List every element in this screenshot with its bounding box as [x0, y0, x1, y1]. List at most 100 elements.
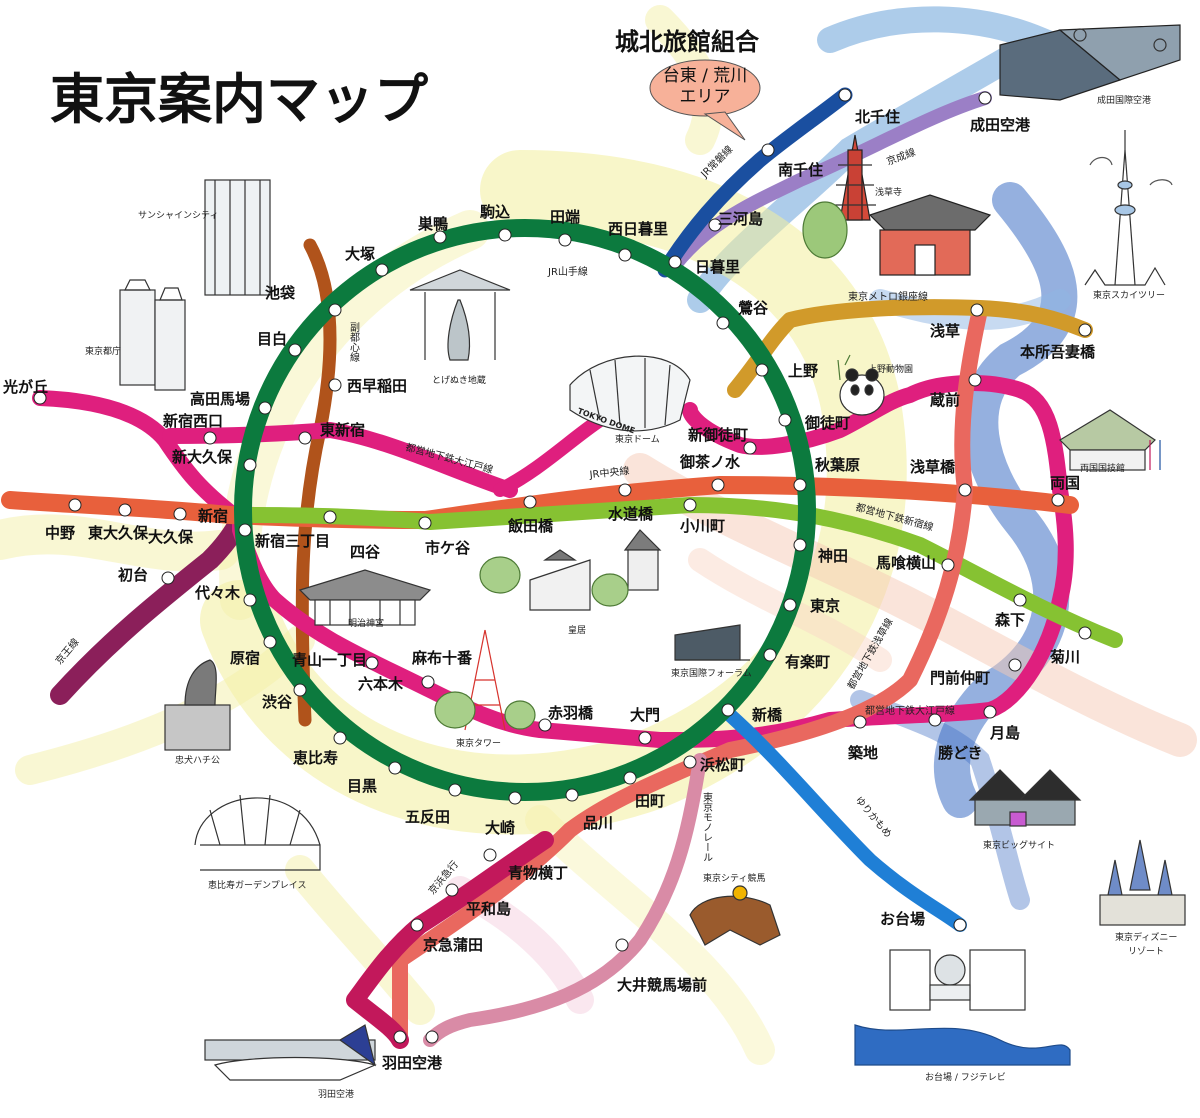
station-hatsudai: 初台 — [118, 566, 148, 584]
line-label-oedo-south: 都営地下鉄大江戸線 — [865, 704, 955, 717]
station-hamamatsucho: 浜松町 — [700, 756, 745, 774]
station-takadanobaba: 高田馬場 — [190, 390, 250, 408]
station-ogawamachi: 小川町 — [680, 517, 725, 535]
landmark-big-sight: 東京ビッグサイト — [983, 839, 1055, 851]
landmark-tokyo-tower: 東京タワー — [456, 737, 501, 749]
station-narita: 成田空港 — [970, 116, 1031, 134]
station-labels: 北千住 成田空港 南千住 三河島 日暮里 西日暮里 田端 駒込 巣鴨 大塚 池袋… — [2, 108, 1096, 1072]
joban-line — [657, 87, 853, 278]
line-label-chuo: JR中央線 — [588, 464, 630, 481]
station-higashinakano: 東大久保 — [88, 524, 149, 542]
station-heiwajima: 平和島 — [466, 900, 511, 918]
station-kitasenju: 北千住 — [855, 108, 900, 126]
sunshine-city-illustration — [204, 179, 271, 296]
landmark-disney: 東京ディズニー — [1115, 931, 1177, 943]
landmark-skytree: 東京スカイツリー — [1093, 289, 1165, 301]
keikyu-line — [346, 831, 554, 1049]
station-kachidoki: 勝どき — [938, 744, 983, 762]
hachiko-illustration — [164, 659, 231, 751]
landmark-odaiba-fuji: お台場 / フジテレビ — [925, 1071, 1006, 1083]
line-label-keisei: 京成線 — [885, 145, 918, 167]
narita-terminal-illustration — [999, 24, 1181, 101]
station-nishinippori: 西日暮里 — [608, 220, 668, 238]
haneda-plane-illustration — [204, 1024, 377, 1081]
landmark-hachiko: 忠犬ハチ公 — [175, 754, 220, 766]
monorail-line — [423, 753, 707, 1047]
landmark-tokyo-dome: 東京ドーム — [615, 433, 660, 445]
forum-illustration — [674, 624, 750, 661]
station-asakusa: 浅草 — [930, 322, 960, 340]
landmark-haneda-airport: 羽田空港 — [318, 1088, 354, 1100]
station-morishita: 森下 — [995, 611, 1025, 629]
station-shimbashi: 新橋 — [752, 706, 783, 724]
station-roppongi: 六本木 — [358, 675, 404, 693]
tokyo-tower-illustration — [434, 629, 536, 731]
meiji-jingu-illustration — [298, 569, 432, 626]
station-dots — [33, 88, 1092, 1044]
station-daimon: 大門 — [630, 706, 660, 724]
landmark-sunshine: サンシャインシティ — [138, 210, 218, 221]
station-hikarigaoka: 光が丘 — [2, 378, 48, 396]
station-shinagawa: 品川 — [583, 814, 613, 832]
landmark-city-keiba: 東京シティ競馬 — [703, 872, 765, 884]
landmark-captions: 成田国際空港 浅草寺 東京スカイツリー サンシャインシティ とげぬき地蔵 東京ド… — [85, 94, 1177, 1100]
station-nakano: 中野 — [45, 524, 75, 542]
ebisu-garden-illustration — [194, 794, 321, 871]
station-shinokachimachi: 新御徒町 — [688, 426, 748, 444]
station-honjoazumabashi: 本所吾妻橋 — [1020, 343, 1096, 361]
keio-line — [50, 510, 250, 705]
landmark-kokugikan: 両国国技館 — [1080, 462, 1125, 474]
station-shinjukusanchome: 新宿三丁目 — [255, 532, 330, 550]
station-oikeibajomae: 大井競馬場前 — [617, 976, 707, 994]
station-gotanda: 五反田 — [405, 808, 450, 826]
area-label-2: エリア — [680, 87, 731, 107]
station-okubo: 大久保 — [148, 528, 194, 546]
horse-illustration — [689, 885, 781, 946]
disney-castle-illustration — [1099, 839, 1186, 926]
station-ichigaya: 市ケ谷 — [425, 539, 471, 557]
station-tabata: 田端 — [550, 208, 580, 226]
station-monzennakacho: 門前仲町 — [930, 669, 990, 687]
station-akabanebashi: 赤羽橋 — [548, 704, 594, 722]
fujitv-illustration — [854, 949, 1071, 1066]
station-ryogoku: 両国 — [1050, 474, 1080, 492]
panda-illustration — [837, 354, 885, 416]
station-asakusabashi: 浅草橋 — [910, 458, 956, 476]
station-meguro: 目黒 — [347, 777, 377, 795]
metropolitan-gov-illustration — [119, 279, 186, 391]
station-tokyo: 東京 — [810, 597, 840, 615]
landmark-narita-airport: 成田国際空港 — [1097, 94, 1151, 106]
imperial-palace-illustration — [479, 529, 662, 611]
station-sugamo: 巣鴨 — [417, 215, 448, 233]
station-tsukiji: 築地 — [847, 744, 878, 762]
station-otsuka: 大塚 — [345, 245, 375, 263]
station-ueno: 上野 — [788, 362, 818, 380]
area-bubble: 台東 / 荒川 エリア — [649, 59, 761, 141]
sensoji-illustration — [802, 134, 992, 276]
line-label-ginza: 東京メトロ銀座線 — [848, 290, 928, 303]
station-yurakucho: 有楽町 — [785, 653, 830, 671]
station-iidabashi: 飯田橋 — [507, 517, 554, 535]
oedo-north-branch — [162, 422, 518, 498]
station-kuramae: 蔵前 — [930, 391, 960, 409]
asakusa-line — [392, 302, 988, 1043]
station-aomonoyokocho: 青物横丁 — [508, 864, 568, 882]
line-label-yamanote: JR山手線 — [547, 265, 588, 278]
landmark-metropolitan-gov: 東京都庁 — [85, 345, 121, 357]
big-sight-illustration — [968, 769, 1082, 827]
station-okachimachi: 御徒町 — [804, 414, 850, 432]
tokyo-dome-illustration: TOKYO DOME — [569, 355, 691, 436]
landmark-ebisu-garden: 恵比寿ガーデンプレイス — [208, 879, 306, 891]
station-tsukishima: 月島 — [989, 724, 1020, 742]
station-yoyogi: 代々木 — [194, 584, 241, 602]
landmark-sensoji: 浅草寺 — [875, 186, 902, 198]
ginza-line — [727, 299, 1093, 398]
area-label-1: 台東 / 荒川 — [663, 66, 748, 86]
station-uguisudani: 鶯谷 — [738, 299, 769, 317]
landmark-imperial-palace: 皇居 — [568, 624, 586, 636]
association-name: 城北旅館組合 — [615, 28, 760, 56]
landmark-togenuki: とげぬき地蔵 — [432, 374, 486, 386]
station-akihabara: 秋葉原 — [815, 456, 860, 474]
togenuki-illustration — [409, 269, 511, 361]
